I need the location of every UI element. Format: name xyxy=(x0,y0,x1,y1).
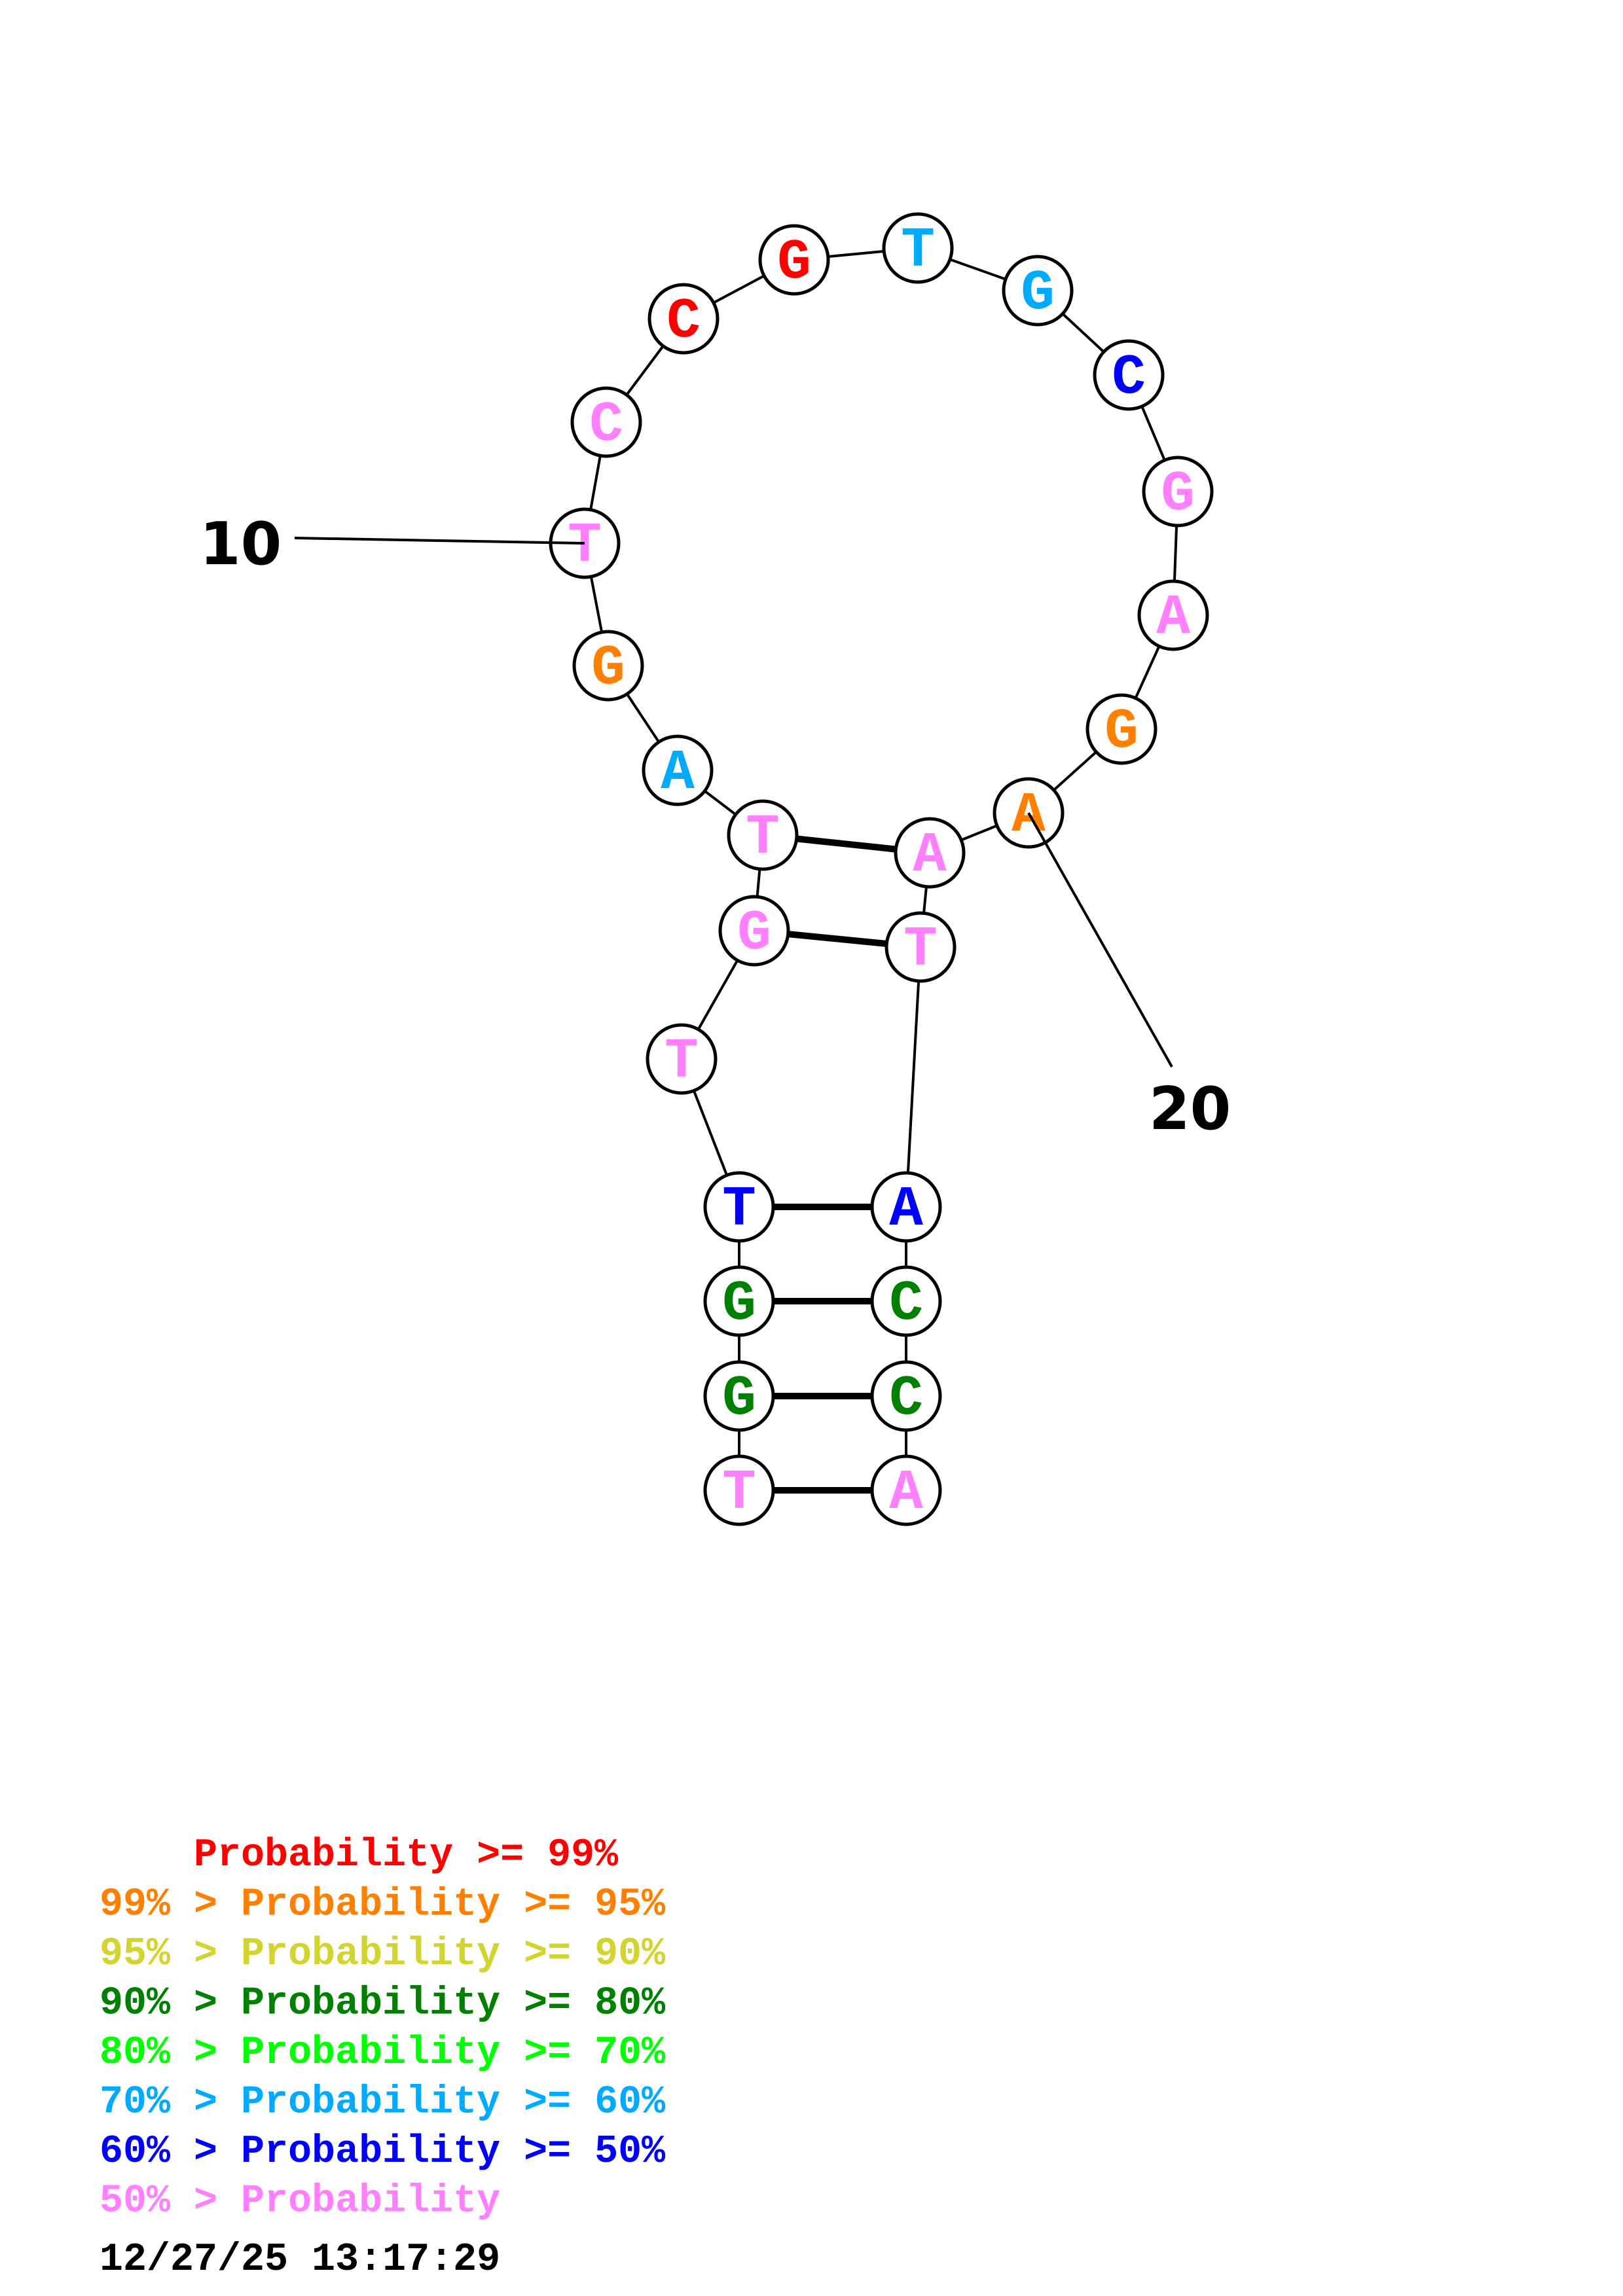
nucleotide-letter: A xyxy=(889,1177,923,1242)
nucleotide-node: C xyxy=(647,283,720,355)
nucleotide-letter: G xyxy=(1161,462,1195,526)
nucleotide-letter: G xyxy=(722,1272,756,1336)
nucleotide-circle xyxy=(703,1265,775,1337)
nucleotide-node: T xyxy=(727,799,799,871)
nucleotide-node: T xyxy=(703,1454,775,1526)
nucleotide-letter: T xyxy=(901,219,935,283)
nucleotide-letter: T xyxy=(568,514,602,578)
nucleotide-circle xyxy=(572,630,644,702)
nucleotide-circle xyxy=(1137,579,1209,651)
nucleotide-circle xyxy=(870,1454,942,1526)
nucleotide-circle xyxy=(884,911,957,983)
nucleotide-circle xyxy=(870,1265,942,1337)
nucleotide-node: C xyxy=(570,386,642,458)
nucleotide-node: C xyxy=(870,1265,942,1337)
nucleotide-node: G xyxy=(703,1360,775,1432)
nucleotide-circle xyxy=(647,283,720,355)
nucleotide-circle xyxy=(1002,255,1074,327)
nucleotide-letter: A xyxy=(1156,586,1190,650)
nucleotide-letter: T xyxy=(665,1030,699,1094)
nucleotide-circle xyxy=(727,799,799,871)
nucleotide-node: A xyxy=(870,1454,942,1526)
timestamp: 12/27/25 13:17:29 xyxy=(100,2238,500,2282)
nucleotide-node: G xyxy=(703,1265,775,1337)
nucleotide-circle xyxy=(1093,339,1165,411)
nucleotide-circle xyxy=(758,224,830,296)
probability-legend: Probability >= 99% 99% > Probability >= 9… xyxy=(100,1833,666,2224)
nucleotide-letter: G xyxy=(1021,261,1055,325)
legend-entry: 70% > Probability >= 60% xyxy=(100,2081,666,2125)
legend-entry: 95% > Probability >= 90% xyxy=(100,1932,666,1977)
legend-entry: 90% > Probability >= 80% xyxy=(100,1982,666,2026)
nucleotide-node: T xyxy=(703,1171,775,1243)
nucleotide-letter: G xyxy=(737,901,771,965)
legend-entry: 60% > Probability >= 50% xyxy=(100,2130,666,2174)
nucleotide-letter: C xyxy=(666,289,701,353)
nucleotide-circle xyxy=(703,1454,775,1526)
nucleotide-letter: T xyxy=(722,1177,756,1242)
index-tick xyxy=(294,537,585,545)
index-label: 10 xyxy=(200,510,282,579)
nucleotide-node: A xyxy=(870,1171,942,1243)
nucleotide-letter: C xyxy=(1112,346,1146,410)
nucleotide-letter: G xyxy=(777,230,811,295)
index-tick xyxy=(1027,812,1173,1067)
legend-entry: 99% > Probability >= 95% xyxy=(100,1883,666,1928)
nucleotide-letter: G xyxy=(722,1367,756,1431)
nucleotide-circle xyxy=(1085,693,1158,765)
index-label: 20 xyxy=(1149,1075,1231,1143)
nucleotide-node: G xyxy=(1002,255,1074,327)
nucleotide-letter: T xyxy=(903,918,938,982)
nucleotide-circle xyxy=(642,734,714,806)
nucleotide-letter: T xyxy=(722,1461,756,1525)
nucleotide-circle xyxy=(703,1360,775,1432)
nucleotide-node: C xyxy=(870,1360,942,1432)
nucleotide-circle xyxy=(718,895,790,967)
nucleotide-node: A xyxy=(1137,579,1209,651)
nucleotide-node: G xyxy=(1085,693,1158,765)
nucleotide-circle xyxy=(870,1171,942,1243)
nucleotide-node: G xyxy=(718,895,790,967)
nucleotide-letter: A xyxy=(661,741,695,805)
nucleotide-circle xyxy=(703,1171,775,1243)
nucleotide-node: T xyxy=(882,212,954,284)
nucleotide-letter: A xyxy=(889,1461,923,1525)
legend-entry: 50% > Probability xyxy=(100,2179,500,2224)
index-labels: 10 20 xyxy=(200,510,1231,1143)
nucleotide-node: G xyxy=(758,224,830,296)
nucleotide-letter: C xyxy=(589,393,623,457)
nucleotide-letter: A xyxy=(913,823,947,888)
nucleotide-node: T xyxy=(646,1023,718,1095)
nucleotide-letter: C xyxy=(889,1272,923,1336)
nucleotide-circle xyxy=(882,212,954,284)
nucleotide-node: T xyxy=(884,911,957,983)
legend-entry: 80% > Probability >= 70% xyxy=(100,2031,666,2075)
nucleotide-node: G xyxy=(1142,456,1214,528)
nucleotide-node: C xyxy=(1093,339,1165,411)
nucleotide-circle xyxy=(1142,456,1214,528)
nucleotide-letter: C xyxy=(889,1367,923,1431)
nucleotide-node: A xyxy=(894,817,966,889)
nucleotide-circle xyxy=(646,1023,718,1095)
backbone-link xyxy=(905,946,922,1208)
legend-entry: Probability >= 99% xyxy=(100,1833,619,1878)
nucleotide-circle xyxy=(570,386,642,458)
nucleotide-circle xyxy=(870,1360,942,1432)
nucleotide-circle xyxy=(894,817,966,889)
nucleotide-letter: T xyxy=(746,806,780,870)
nucleotide-letter: G xyxy=(591,636,625,700)
nucleotide-node: A xyxy=(642,734,714,806)
nucleotide-letter: G xyxy=(1104,700,1139,764)
nucleotide-node: G xyxy=(572,630,644,702)
